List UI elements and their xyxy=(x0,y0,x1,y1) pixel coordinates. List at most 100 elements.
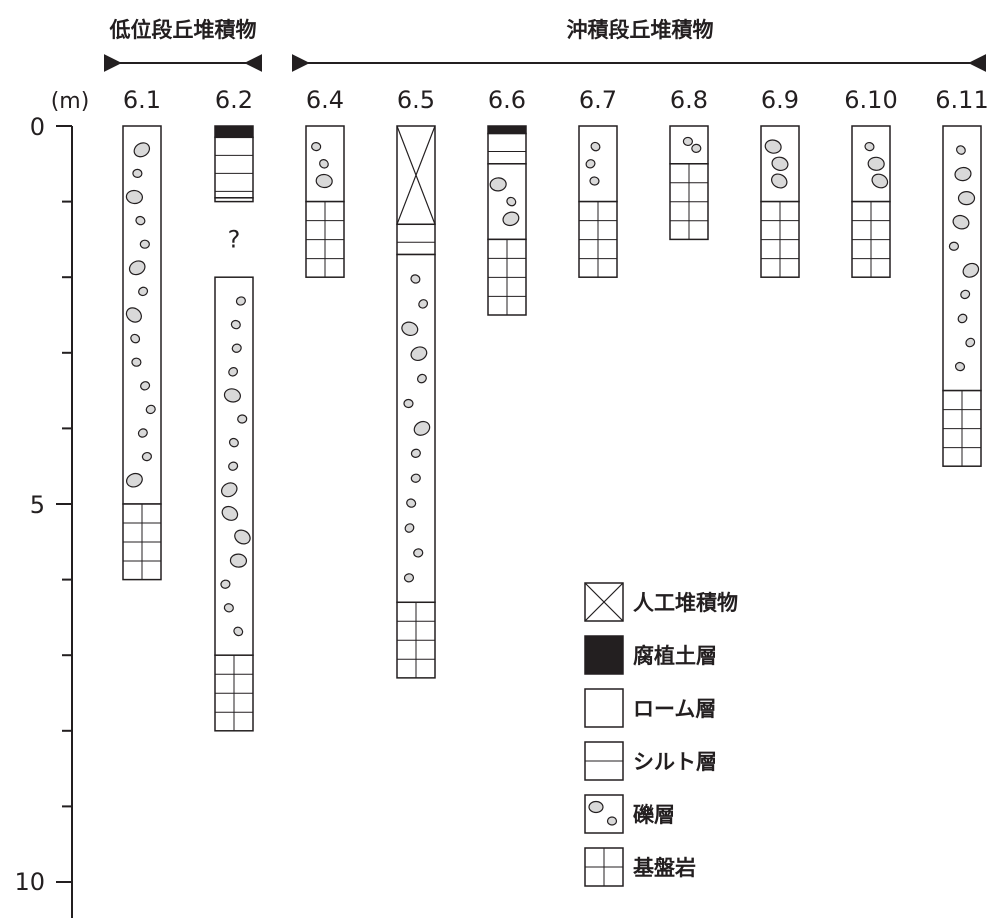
gravel-clast xyxy=(403,573,415,583)
gravel-clast xyxy=(139,239,150,249)
gravel-clast xyxy=(956,145,966,155)
gravel-clast xyxy=(231,343,242,353)
axis-tick-label: 0 xyxy=(30,113,45,141)
gravel-clast xyxy=(133,142,151,158)
gravel-clast xyxy=(418,299,429,309)
gravel-clast xyxy=(125,307,142,323)
gravel-clast xyxy=(962,262,980,278)
gravel-clast xyxy=(404,523,415,533)
gravel-clast xyxy=(403,398,414,409)
gravel-clast xyxy=(960,289,971,300)
gravel-clast xyxy=(771,173,788,189)
gravel-clast xyxy=(235,296,246,306)
gravel-clast xyxy=(126,472,143,488)
column-6-4: 6.4 xyxy=(305,86,345,278)
depth-axis: (m) 0 5 10 xyxy=(14,89,89,918)
unknown-section-mark: ? xyxy=(228,225,241,253)
column-6-5: 6.5 xyxy=(396,86,436,679)
humus-layer xyxy=(487,125,527,135)
gravel-clast xyxy=(585,159,596,169)
gravel-clast xyxy=(954,361,966,372)
gravel-clast xyxy=(128,260,146,276)
gravel-clast xyxy=(954,166,972,182)
gravel-clast xyxy=(410,473,421,483)
gravel-clast xyxy=(145,404,156,415)
gravel-clast xyxy=(864,141,875,152)
gravel-clast xyxy=(771,156,789,171)
gravel-clast xyxy=(413,548,424,558)
gravel-clast xyxy=(506,196,517,207)
gravel-clast xyxy=(125,189,143,205)
gravel-clast xyxy=(410,274,421,284)
gravel-clast xyxy=(691,143,702,153)
column-label: 6.4 xyxy=(306,86,344,114)
gravel-clast xyxy=(406,498,417,508)
gravel-clast xyxy=(221,505,239,521)
gravel-swatch xyxy=(584,794,624,834)
gravel-clast xyxy=(131,357,142,367)
gravel-clast xyxy=(489,177,507,192)
gravel-clast xyxy=(229,553,248,568)
gravel-clast xyxy=(410,448,421,458)
group-label-alluvial-terrace: 沖積段丘堆積物 xyxy=(567,18,714,42)
column-6-11: 6.11 xyxy=(935,86,989,467)
column-6-10: 6.10 xyxy=(844,86,898,278)
gravel-clast xyxy=(135,215,146,226)
humus-layer xyxy=(214,125,254,139)
gravel-clast xyxy=(132,168,143,179)
column-label: 6.5 xyxy=(397,86,435,114)
loam-swatch xyxy=(584,688,624,728)
silt-layer xyxy=(487,132,527,165)
gravel-clast xyxy=(311,141,322,152)
axis-unit-label: (m) xyxy=(51,89,90,114)
silt-swatch xyxy=(584,741,624,781)
humus-swatch xyxy=(584,635,624,675)
legend-label: 基盤岩 xyxy=(633,856,696,880)
gravel-clast xyxy=(948,241,960,251)
column-label: 6.8 xyxy=(670,86,708,114)
column-6-9: 6.9 xyxy=(760,86,800,278)
gravel-clast xyxy=(401,321,419,337)
silt-layer xyxy=(214,136,254,199)
gravel-clast xyxy=(952,214,970,230)
gravel-clast xyxy=(220,579,231,589)
group-label-lower-terrace: 低位段丘堆積物 xyxy=(109,18,257,42)
gravel-clast xyxy=(228,461,239,471)
gravel-clast xyxy=(138,286,149,297)
legend-label: 腐植土層 xyxy=(633,644,717,668)
gravel-clast xyxy=(682,136,694,147)
silt-layer xyxy=(396,223,436,256)
column-label: 6.1 xyxy=(123,86,161,114)
gravel-clast xyxy=(223,388,241,403)
gravel-clast xyxy=(957,313,968,324)
gravel-layer xyxy=(942,125,982,392)
gravel-clast xyxy=(130,333,141,344)
column-label: 6.2 xyxy=(215,86,253,114)
legend-item-artificial: 人工堆積物 xyxy=(584,582,738,622)
gravel-clast xyxy=(764,139,782,154)
legend-item-humus: 腐植土層 xyxy=(584,635,717,675)
column-label: 6.9 xyxy=(761,86,799,114)
legend-item-bedrock: 基盤岩 xyxy=(584,847,696,887)
axis-tick-label: 10 xyxy=(14,868,45,896)
bedrock-swatch xyxy=(584,847,624,887)
gravel-clast xyxy=(413,420,431,436)
column-label: 6.6 xyxy=(488,86,526,114)
column-label: 6.10 xyxy=(844,86,897,114)
gravel-clast xyxy=(237,414,248,424)
legend-item-silt: シルト層 xyxy=(584,741,717,781)
legend-item-loam: ローム層 xyxy=(584,688,716,728)
column-label: 6.11 xyxy=(935,86,988,114)
artificial-swatch xyxy=(584,582,624,622)
gravel-clast xyxy=(223,603,234,613)
gravel-clast xyxy=(410,346,428,362)
gravel-clast xyxy=(230,319,241,330)
gravel-clast xyxy=(234,529,251,545)
gravel-clast xyxy=(140,381,151,391)
gravel-layer xyxy=(578,125,618,203)
gravel-clast xyxy=(220,482,238,498)
gravel-clast xyxy=(233,626,244,637)
